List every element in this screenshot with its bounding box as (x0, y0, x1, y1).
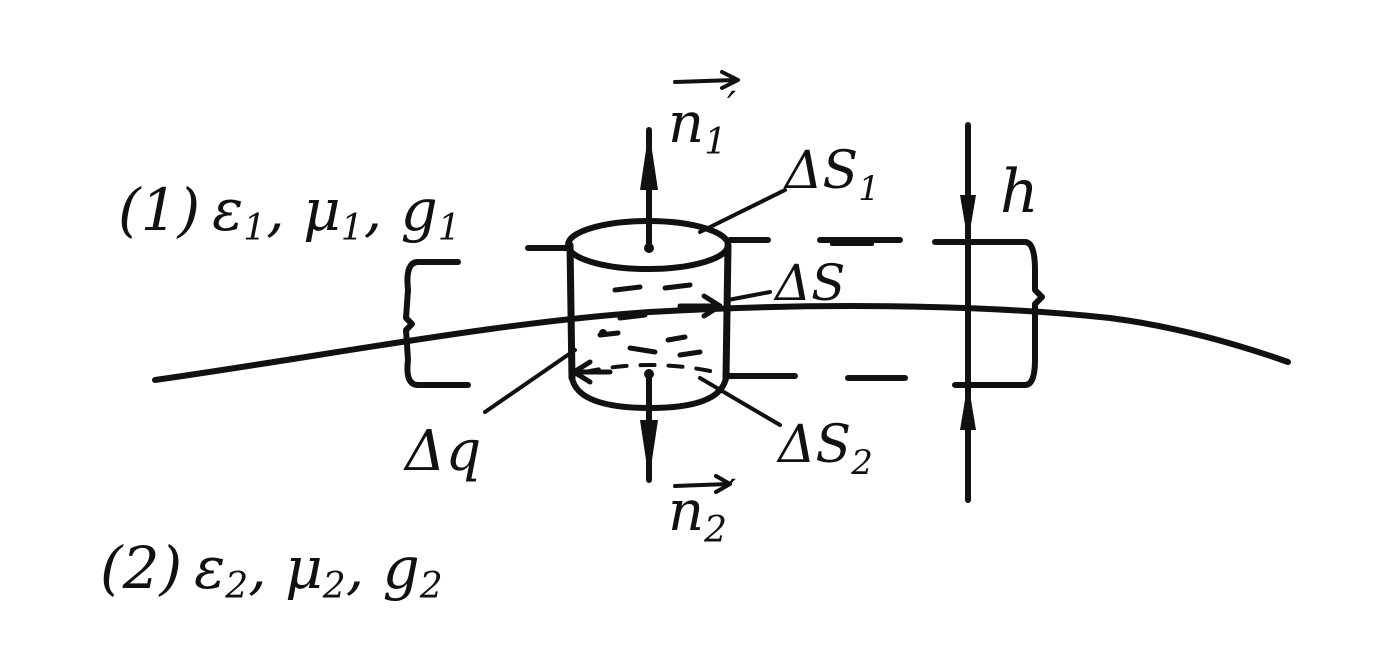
h-label: h (1000, 157, 1039, 227)
interior-point (599, 329, 607, 337)
medium-2-label: (2)ε2, μ2, g2 (100, 534, 443, 607)
dS1-label: ΔS1 (783, 141, 880, 209)
bottom-face-back-arc (583, 363, 717, 374)
lateral-arrow-right (677, 293, 723, 319)
dS2-leader (698, 376, 782, 427)
lower-dashed-line (725, 373, 908, 381)
dq-leader (483, 348, 577, 414)
interior-charge-dashes (597, 282, 703, 358)
n1-label: n1′ (668, 84, 736, 163)
dS1-leader (698, 188, 787, 234)
dS-leader (726, 290, 772, 302)
dS2-label: ΔS2 (776, 415, 873, 483)
n2-label: n2′ (668, 472, 736, 551)
cylinder-right-wall (722, 241, 732, 382)
left-height-bracket (403, 259, 471, 388)
lateral-arrow-left (571, 359, 613, 385)
h-dimension-line (932, 122, 1045, 503)
medium-1-label: (1)ε1, μ1, g1 (118, 176, 461, 249)
interface-boundary-curve (152, 303, 1291, 383)
n1-vector-arrow (673, 70, 740, 90)
cylinder-left-wall (566, 241, 576, 382)
pillbox-cylinder (565, 218, 732, 411)
normal-n2-arrow (640, 369, 658, 483)
dS-label: ΔS (773, 254, 845, 312)
upper-dashed-line (525, 237, 903, 251)
dq-label: Δq (403, 419, 481, 484)
normal-n1-arrow (640, 127, 658, 253)
n2-vector-arrow (673, 474, 732, 494)
